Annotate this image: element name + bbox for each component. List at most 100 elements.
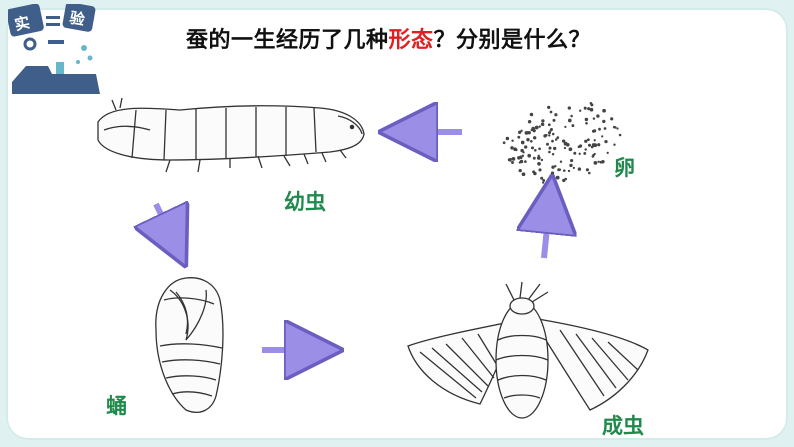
egg-dot (579, 144, 583, 148)
egg-dot (511, 139, 514, 142)
egg-dot (551, 132, 555, 136)
egg-dot (558, 168, 562, 171)
egg-dot (602, 119, 606, 124)
egg-dot (578, 152, 581, 155)
svg-text:实: 实 (13, 13, 31, 34)
egg-dot (562, 178, 566, 183)
egg-dot (540, 158, 544, 162)
egg-dot (538, 125, 541, 128)
egg-dot (588, 171, 591, 175)
egg-dot (564, 125, 567, 128)
egg-dot (563, 169, 566, 172)
egg-dot (552, 118, 556, 122)
egg-dot (536, 156, 541, 160)
egg-dot (598, 127, 601, 131)
egg-dot (530, 146, 535, 150)
egg-dot (538, 168, 542, 172)
egg-dot (568, 147, 573, 152)
egg-dot (550, 171, 555, 175)
egg-dot (554, 113, 558, 117)
egg-dot (549, 110, 553, 114)
egg-dot (551, 139, 554, 143)
question-highlight: 形态 (388, 28, 434, 53)
egg-dot (612, 125, 616, 129)
egg-dot (591, 143, 596, 147)
egg-dot (585, 122, 588, 125)
egg-dot (510, 146, 514, 150)
egg-dot (603, 127, 607, 130)
egg-dot (584, 117, 589, 122)
egg-dot (587, 107, 591, 111)
egg-dot (531, 126, 535, 131)
egg-dot (547, 131, 552, 135)
egg-dot (555, 175, 560, 180)
egg-dot (533, 171, 537, 176)
egg-dot (549, 129, 552, 132)
egg-dot (509, 159, 512, 162)
egg-dot (597, 160, 600, 163)
egg-dot (579, 109, 582, 112)
egg-dot (527, 130, 531, 135)
egg-dot (540, 122, 545, 127)
egg-dot (587, 138, 590, 142)
egg-dot (541, 181, 545, 184)
egg-dot (521, 154, 525, 157)
egg-dot (554, 164, 557, 168)
egg-dot (616, 127, 619, 130)
egg-dot (577, 167, 582, 171)
egg-dot (537, 161, 541, 166)
egg-dot (593, 139, 596, 142)
egg-dot (534, 149, 537, 152)
egg-dot (518, 130, 522, 134)
egg-dot (547, 105, 551, 110)
label-adult: 成虫 (602, 414, 644, 438)
egg-dot (534, 125, 539, 130)
egg-dot (543, 134, 547, 138)
egg-dot (570, 159, 574, 163)
egg-dot (585, 168, 589, 172)
egg-dot (502, 141, 506, 145)
egg-dot (522, 151, 525, 154)
egg-dot (602, 108, 606, 113)
egg-dot (572, 166, 576, 170)
egg-dot (592, 129, 597, 133)
egg-dot (511, 161, 514, 164)
egg-dot (533, 136, 537, 140)
egg-dot (589, 107, 594, 112)
egg-dot (592, 117, 596, 120)
egg-dot (548, 146, 552, 150)
egg-dot (610, 117, 614, 121)
egg-dot (546, 142, 549, 146)
egg-dot (562, 139, 566, 143)
egg-cluster-illustration (502, 102, 622, 184)
egg-dot (551, 180, 555, 184)
egg-dot (540, 176, 544, 180)
egg-dot (597, 143, 601, 147)
label-egg: 卵 (614, 156, 635, 180)
question-title: 蚕的一生经历了几种形态？分别是什么？ (186, 22, 591, 54)
egg-dot (606, 151, 609, 155)
egg-dot (618, 133, 622, 137)
egg-dot (524, 131, 529, 135)
pupa-illustration (155, 277, 224, 413)
label-larva: 幼虫 (284, 190, 326, 214)
egg-dot (601, 135, 604, 138)
egg-dot (556, 136, 560, 139)
egg-dot (567, 106, 571, 110)
egg-dot (524, 145, 528, 149)
egg-dot (613, 143, 616, 146)
arrow-adult-to-egg (544, 198, 550, 259)
egg-dot (511, 157, 516, 161)
egg-dot (563, 146, 567, 150)
egg-dot (593, 152, 596, 156)
egg-dot (587, 143, 592, 147)
egg-dot (573, 151, 577, 155)
egg-dot (548, 150, 551, 154)
egg-dot (527, 119, 532, 124)
egg-dot (554, 138, 558, 141)
svg-text:验: 验 (68, 9, 87, 30)
egg-dot (527, 153, 532, 158)
egg-dot (517, 135, 521, 139)
experiment-logo-icon: 实 验 (8, 4, 100, 94)
egg-dot (584, 148, 587, 151)
